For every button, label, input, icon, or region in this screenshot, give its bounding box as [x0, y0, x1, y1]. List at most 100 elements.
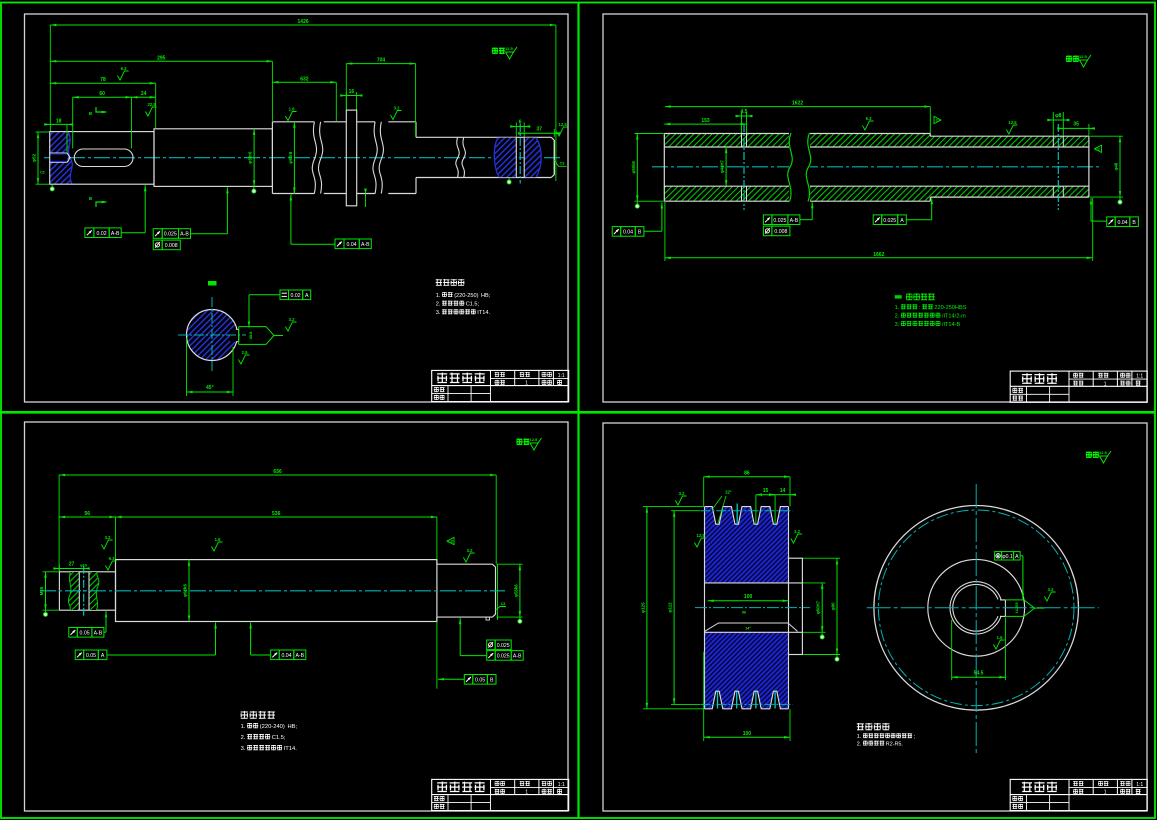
svg-text:2.: 2.	[857, 741, 862, 747]
svg-text:B: B	[1132, 220, 1136, 226]
svg-text:C3: C3	[560, 162, 565, 166]
svg-text:100: 100	[744, 594, 753, 600]
svg-text:C2: C2	[1095, 147, 1100, 151]
svg-text:0.02: 0.02	[291, 293, 301, 299]
svg-text:3.2: 3.2	[105, 535, 111, 540]
svg-text:;: ;	[914, 734, 916, 740]
svg-text:1.: 1.	[857, 734, 862, 740]
svg-text:C1.5;: C1.5;	[272, 735, 286, 741]
svg-text:37: 37	[536, 126, 542, 132]
svg-text:A-B: A-B	[361, 242, 370, 248]
svg-text:56: 56	[85, 511, 91, 517]
svg-text:φ90: φ90	[831, 602, 836, 611]
svg-text:HB;: HB;	[288, 724, 298, 730]
svg-text:C3: C3	[501, 602, 506, 606]
svg-text:3.2: 3.2	[679, 491, 685, 496]
svg-text:295: 295	[157, 55, 166, 61]
svg-text:656: 656	[273, 469, 282, 475]
svg-text:2.: 2.	[436, 302, 441, 308]
svg-text:0.05: 0.05	[475, 677, 485, 683]
svg-text:A: A	[900, 218, 904, 224]
svg-text:A: A	[305, 293, 309, 299]
svg-text:1:1: 1:1	[1136, 782, 1143, 788]
svg-text:R2-R5.: R2-R5.	[886, 741, 903, 747]
svg-text:3.2: 3.2	[1048, 587, 1054, 592]
svg-text:C1.5;: C1.5;	[466, 302, 480, 308]
svg-text:14: 14	[780, 488, 786, 494]
svg-text:96: 96	[742, 611, 746, 615]
svg-text:1.: 1.	[895, 305, 900, 311]
svg-text:86: 86	[744, 471, 750, 477]
svg-text:0.04: 0.04	[623, 230, 633, 236]
svg-text:1.6: 1.6	[997, 635, 1003, 640]
svg-text:45°: 45°	[206, 385, 214, 391]
svg-text:536: 536	[272, 511, 281, 517]
svg-text:1426: 1426	[298, 19, 309, 25]
svg-text:φ0.1: φ0.1	[1002, 554, 1013, 560]
svg-text::: :	[919, 305, 921, 311]
svg-text:12.5: 12.5	[559, 122, 568, 127]
svg-text:0.025: 0.025	[773, 218, 786, 224]
svg-text:3.2: 3.2	[289, 317, 295, 322]
svg-text:A-B: A-B	[790, 218, 799, 224]
svg-text:78: 78	[100, 77, 106, 83]
svg-text:C1: C1	[40, 171, 45, 175]
svg-text:φ55k6: φ55k6	[513, 584, 518, 597]
svg-text:0.04: 0.04	[281, 653, 291, 659]
svg-text:HB;: HB;	[481, 293, 491, 299]
svg-text:φ52: φ52	[32, 153, 37, 162]
svg-text:1:1: 1:1	[558, 373, 565, 379]
svg-text:/IT14/2-m: /IT14/2-m	[942, 314, 966, 320]
svg-text:0.05: 0.05	[80, 630, 90, 636]
svg-text:0.04: 0.04	[1117, 220, 1127, 226]
svg-text:12.5: 12.5	[505, 46, 514, 51]
svg-text:1:8: 1:8	[447, 540, 453, 544]
svg-text:12.5: 12.5	[1008, 120, 1017, 125]
svg-text:1:1: 1:1	[558, 782, 565, 788]
svg-text:6: 6	[519, 120, 522, 126]
svg-text:φ125: φ125	[640, 602, 645, 613]
svg-text:35: 35	[1073, 122, 1079, 128]
svg-text:3.: 3.	[895, 322, 900, 328]
svg-text:C2: C2	[936, 119, 941, 123]
svg-text:3.2: 3.2	[467, 548, 473, 553]
svg-text:15: 15	[763, 488, 769, 494]
svg-text:A-B: A-B	[513, 654, 522, 660]
svg-text:1.6: 1.6	[289, 106, 295, 111]
svg-text:0.025: 0.025	[164, 232, 177, 238]
svg-text:1:1: 1:1	[1136, 374, 1143, 380]
svg-text:IT14.: IT14.	[477, 310, 490, 316]
svg-text:220-250HBS: 220-250HBS	[934, 305, 966, 311]
svg-text:A-B: A-B	[111, 231, 120, 237]
svg-text:100: 100	[743, 731, 752, 737]
svg-text:φ10: φ10	[80, 564, 87, 568]
svg-text:0.04: 0.04	[347, 242, 357, 248]
svg-text:22°: 22°	[725, 490, 732, 495]
svg-text:(220-250): (220-250)	[454, 293, 478, 299]
svg-text:22.5: 22.5	[148, 102, 157, 107]
svg-text:A: A	[1015, 554, 1019, 560]
svg-text:3.2: 3.2	[794, 529, 800, 534]
svg-text:0.025: 0.025	[883, 218, 896, 224]
svg-text:14JS9: 14JS9	[1015, 603, 1019, 614]
svg-text:14°: 14°	[745, 627, 751, 631]
svg-text:153: 153	[701, 118, 710, 124]
svg-text:2.: 2.	[895, 314, 900, 320]
svg-text:A-B: A-B	[180, 232, 189, 238]
svg-text:12.5: 12.5	[1099, 450, 1108, 455]
svg-text:6.3: 6.3	[866, 116, 872, 121]
svg-text:0.05: 0.05	[86, 653, 96, 659]
svg-text:6.3: 6.3	[121, 66, 127, 71]
svg-text:3.2: 3.2	[394, 105, 400, 110]
svg-text:0.025: 0.025	[497, 643, 510, 649]
svg-text:12.5: 12.5	[1079, 54, 1088, 59]
svg-text:12.5: 12.5	[530, 437, 539, 442]
svg-text:B: B	[638, 230, 642, 236]
svg-text:0.02: 0.02	[97, 231, 107, 237]
svg-text:B: B	[89, 111, 93, 116]
svg-text:4.5: 4.5	[741, 109, 748, 115]
svg-text:24: 24	[141, 91, 147, 97]
svg-text:2.: 2.	[241, 735, 246, 741]
svg-text:0.025: 0.025	[497, 654, 510, 660]
svg-text:0.008: 0.008	[165, 243, 178, 249]
